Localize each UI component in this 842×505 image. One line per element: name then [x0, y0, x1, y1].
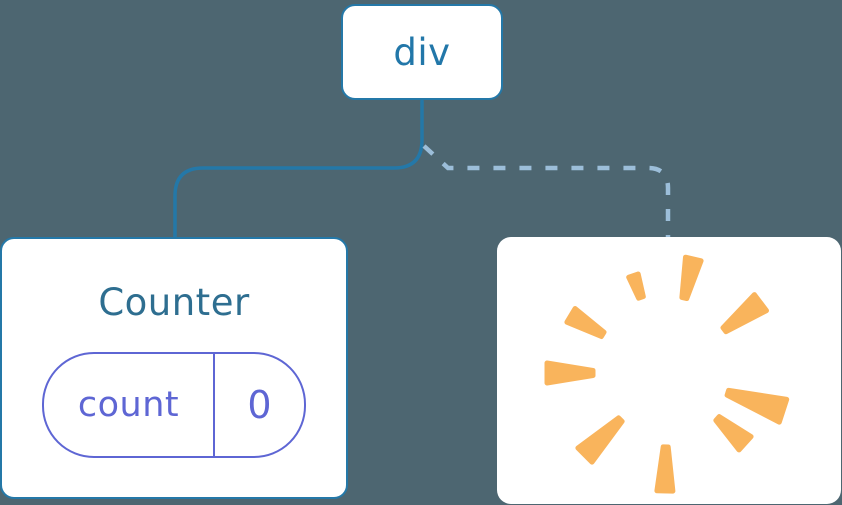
poof-wedge [724, 387, 790, 425]
node-div-label: div [393, 30, 451, 74]
counter-title: Counter [98, 281, 250, 324]
poof-wedge [544, 360, 596, 386]
poof-wedge [679, 254, 704, 301]
state-pill: count 0 [42, 352, 306, 458]
edge-div-to-counter [173, 99, 424, 240]
edge-div-to-removed-dashed [422, 144, 671, 238]
poof-wedge [626, 271, 646, 301]
tree-node-counter: Counter count 0 [0, 237, 348, 499]
tree-node-removed [497, 237, 841, 504]
poof-wedge [564, 306, 607, 339]
state-name-label: count [44, 354, 215, 456]
tree-node-div: div [341, 4, 503, 100]
poof-wedge [713, 414, 754, 453]
poof-wedge [654, 444, 676, 494]
poof-explosion-icon [544, 254, 790, 494]
poof-wedge [720, 292, 769, 335]
state-value: 0 [247, 383, 272, 427]
poof-wedge [575, 415, 625, 465]
